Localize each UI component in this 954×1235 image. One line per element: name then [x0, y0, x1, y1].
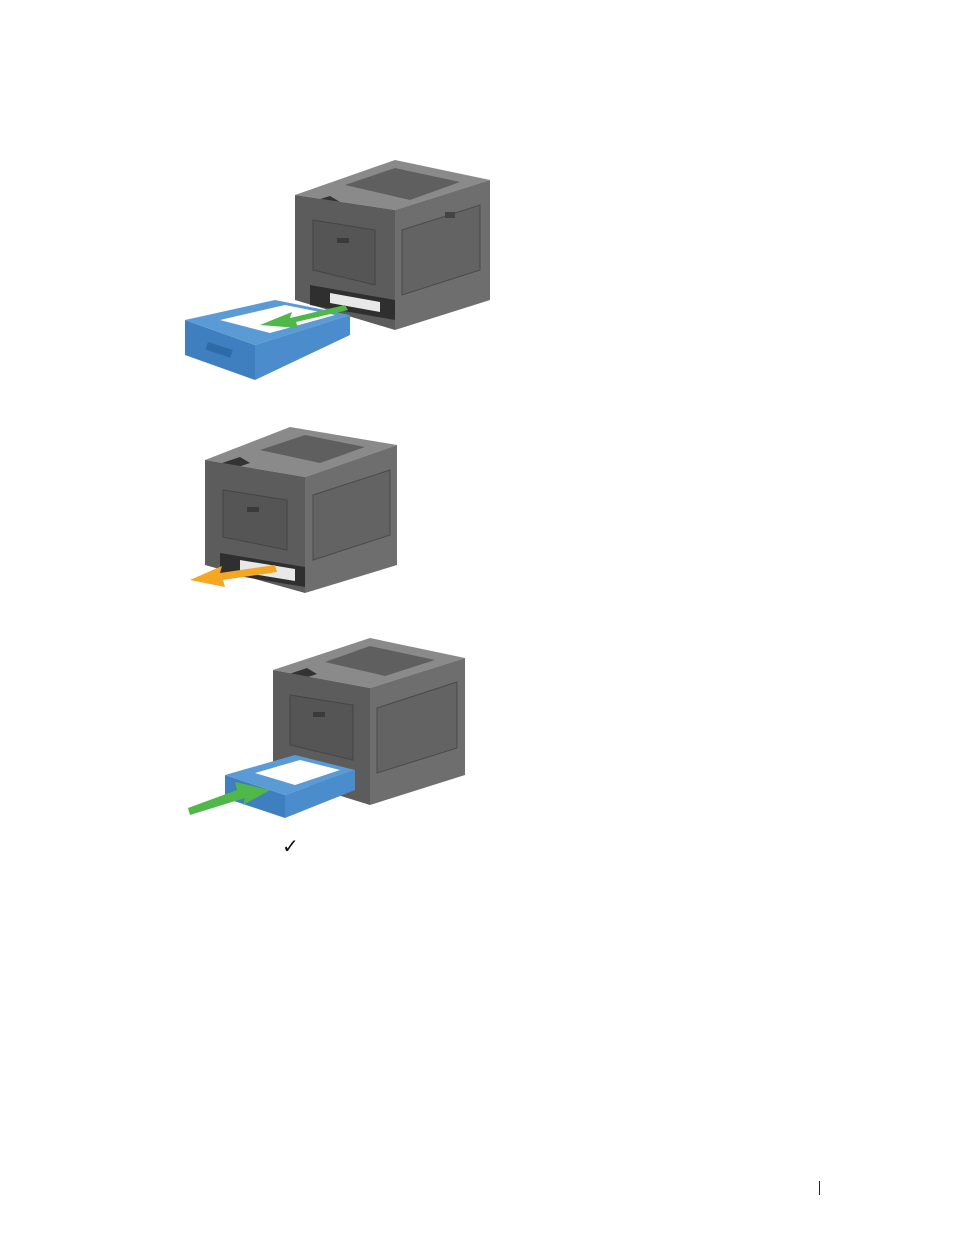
figure-remove-jammed-paper	[185, 415, 410, 600]
door-handle	[247, 507, 259, 512]
door-handle	[337, 238, 349, 243]
check-icon: ✓	[282, 836, 299, 856]
side-handle	[445, 212, 455, 218]
figure-remove-tray	[180, 150, 500, 390]
printer-tray-out-illustration	[180, 150, 500, 390]
door-handle	[313, 712, 325, 717]
footer-divider	[819, 1181, 820, 1195]
figure-insert-tray	[185, 630, 475, 830]
printer-jam-illustration	[185, 415, 410, 600]
printer-tray-in-illustration	[185, 630, 475, 830]
